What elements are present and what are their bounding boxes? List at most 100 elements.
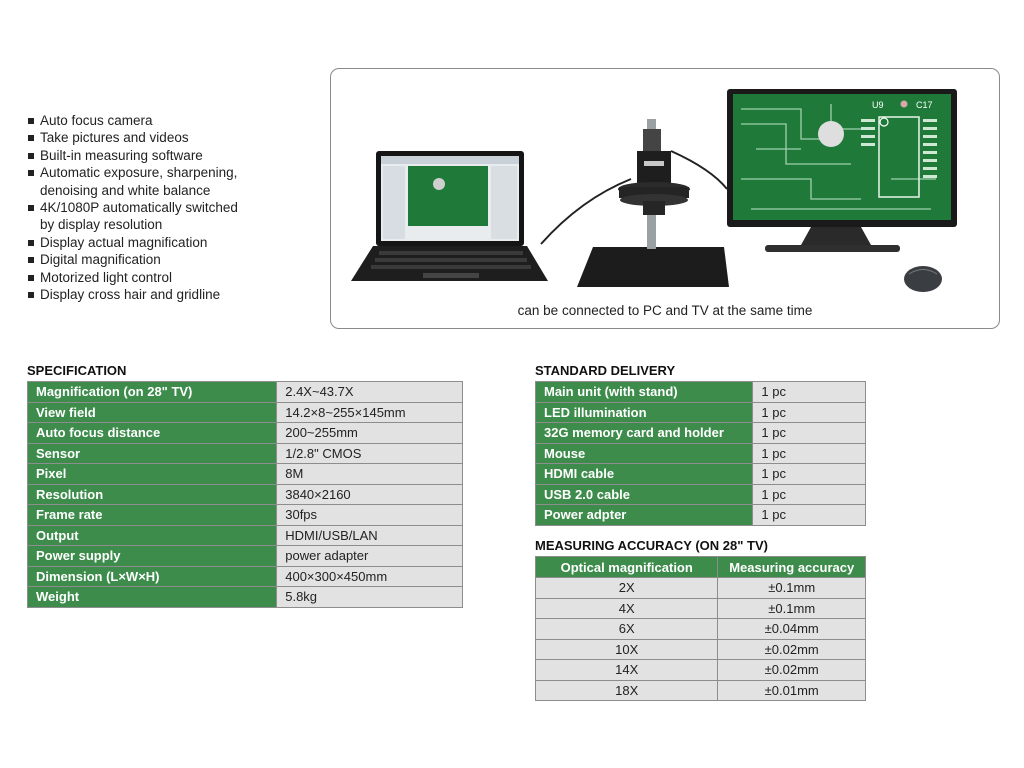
feature-text: by display resolution bbox=[40, 217, 163, 233]
magnification-cell: 18X bbox=[534, 679, 719, 701]
delivery-qty: 1 pc bbox=[752, 401, 866, 423]
accuracy-cell: ±0.1mm bbox=[717, 597, 866, 619]
delivery-qty: 1 pc bbox=[752, 483, 866, 505]
spec-value: power adapter bbox=[276, 545, 463, 567]
feature-text: Digital magnification bbox=[40, 252, 161, 268]
feature-item: Automatic exposure, sharpening,denoising… bbox=[27, 164, 238, 199]
magnification-cell: 14X bbox=[534, 659, 719, 681]
delivery-qty: 1 pc bbox=[752, 422, 866, 444]
delivery-qty: 1 pc bbox=[752, 442, 866, 464]
feature-text: Auto focus camera bbox=[40, 113, 153, 128]
table-row: 10X±0.02mm bbox=[534, 638, 866, 660]
feature-item: Display cross hair and gridline bbox=[27, 286, 238, 303]
table-header-row: Optical magnification Measuring accuracy bbox=[534, 556, 866, 578]
spec-key: Sensor bbox=[26, 442, 278, 464]
delivery-item: Mouse bbox=[534, 442, 754, 464]
spec-value: 1/2.8" CMOS bbox=[276, 442, 463, 464]
delivery-qty: 1 pc bbox=[752, 381, 866, 403]
measuring-accuracy-title: MEASURING ACCURACY (ON 28" TV) bbox=[535, 538, 768, 553]
spec-value: 3840×2160 bbox=[276, 483, 463, 505]
laptop-illustration bbox=[351, 151, 548, 281]
column-header: Measuring accuracy bbox=[717, 556, 866, 578]
accuracy-cell: ±0.02mm bbox=[717, 659, 866, 681]
table-row: 14X±0.02mm bbox=[534, 659, 866, 681]
spec-key: Weight bbox=[26, 586, 278, 608]
specification-table: Magnification (on 28" TV)2.4X~43.7X View… bbox=[26, 381, 463, 608]
column-header: Optical magnification bbox=[534, 556, 719, 578]
delivery-item: Main unit (with stand) bbox=[534, 381, 754, 403]
feature-item: Auto focus camera bbox=[27, 112, 238, 129]
feature-item: Take pictures and videos bbox=[27, 129, 238, 146]
table-row: Magnification (on 28" TV)2.4X~43.7X bbox=[26, 381, 463, 403]
spec-value: 30fps bbox=[276, 504, 463, 526]
spec-value: 400×300×450mm bbox=[276, 565, 463, 587]
monitor-illustration: U9 C17 bbox=[727, 89, 957, 252]
product-photo-panel: U9 C17 bbox=[330, 68, 1000, 329]
standard-delivery-title: STANDARD DELIVERY bbox=[535, 363, 676, 378]
accuracy-cell: ±0.02mm bbox=[717, 638, 866, 660]
magnification-cell: 4X bbox=[534, 597, 719, 619]
feature-text: Display cross hair and gridline bbox=[40, 287, 221, 303]
spec-key: Frame rate bbox=[26, 504, 278, 526]
monitor-label-u9: U9 bbox=[872, 100, 884, 110]
specification-title: SPECIFICATION bbox=[27, 363, 127, 378]
feature-text: Take pictures and videos bbox=[40, 130, 189, 146]
standard-delivery-table: Main unit (with stand)1 pc LED illuminat… bbox=[534, 381, 866, 526]
spec-key: Auto focus distance bbox=[26, 422, 278, 444]
feature-list: Auto focus camera Take pictures and vide… bbox=[27, 112, 238, 303]
microscope-illustration bbox=[577, 119, 729, 287]
magnification-cell: 10X bbox=[534, 638, 719, 660]
delivery-qty: 1 pc bbox=[752, 504, 866, 526]
table-row: 4X±0.1mm bbox=[534, 597, 866, 619]
spec-key: View field bbox=[26, 401, 278, 423]
feature-text: Automatic exposure, sharpening, bbox=[40, 165, 238, 181]
spec-key: Power supply bbox=[26, 545, 278, 567]
accuracy-cell: ±0.1mm bbox=[717, 577, 866, 599]
table-row: Main unit (with stand)1 pc bbox=[534, 381, 866, 403]
spec-value: 8M bbox=[276, 463, 463, 485]
table-row: 18X±0.01mm bbox=[534, 679, 866, 701]
accuracy-cell: ±0.04mm bbox=[717, 618, 866, 640]
spec-key: Magnification (on 28" TV) bbox=[26, 381, 278, 403]
magnification-cell: 2X bbox=[534, 577, 719, 599]
spec-key: Output bbox=[26, 524, 278, 546]
feature-text: Motorized light control bbox=[40, 269, 173, 285]
delivery-item: LED illumination bbox=[534, 401, 754, 423]
photo-caption: can be connected to PC and TV at the sam… bbox=[518, 303, 813, 318]
feature-text: Built-in measuring software bbox=[40, 147, 203, 163]
feature-item: Built-in measuring software bbox=[27, 147, 238, 164]
feature-text: denoising and white balance bbox=[40, 182, 211, 198]
spec-key: Dimension (L×W×H) bbox=[26, 565, 278, 587]
spec-key: Pixel bbox=[26, 463, 278, 485]
table-row: 2X±0.1mm bbox=[534, 577, 866, 599]
feature-item: Display actual magnification bbox=[27, 234, 238, 251]
table-row: Dimension (L×W×H)400×300×450mm bbox=[26, 565, 463, 587]
mouse-illustration bbox=[904, 266, 942, 292]
spec-value: HDMI/USB/LAN bbox=[276, 524, 463, 546]
table-row: 6X±0.04mm bbox=[534, 618, 866, 640]
delivery-item: 32G memory card and holder bbox=[534, 422, 754, 444]
spec-value: 2.4X~43.7X bbox=[276, 381, 463, 403]
spec-value: 5.8kg bbox=[276, 586, 463, 608]
spec-value: 200~255mm bbox=[276, 422, 463, 444]
measuring-accuracy-table: Optical magnification Measuring accuracy… bbox=[534, 556, 866, 701]
delivery-item: HDMI cable bbox=[534, 463, 754, 485]
feature-item: Digital magnification bbox=[27, 251, 238, 268]
delivery-qty: 1 pc bbox=[752, 463, 866, 485]
